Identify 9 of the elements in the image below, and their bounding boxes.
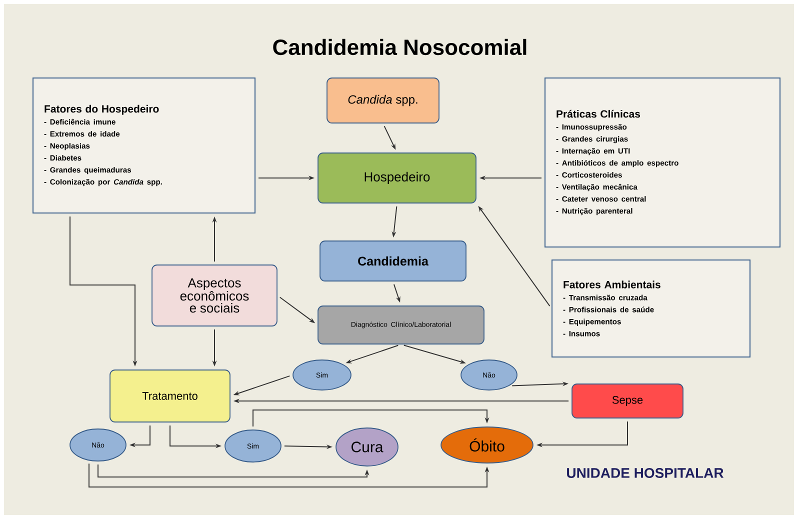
process-box: Aspectos econômicos e sociais — [152, 264, 278, 326]
footer-label: UNIDADE HOSPITALAR — [567, 468, 724, 478]
title: Candidemia Nosocomial — [273, 38, 526, 56]
process-box: Candida spp. — [326, 78, 440, 124]
process-box: Tratamento — [110, 370, 230, 422]
arrow — [252, 410, 490, 428]
process-box: Sepse — [572, 384, 684, 418]
process-box: Hospedeiro — [318, 152, 476, 204]
process-box: Candidemia — [320, 240, 466, 282]
